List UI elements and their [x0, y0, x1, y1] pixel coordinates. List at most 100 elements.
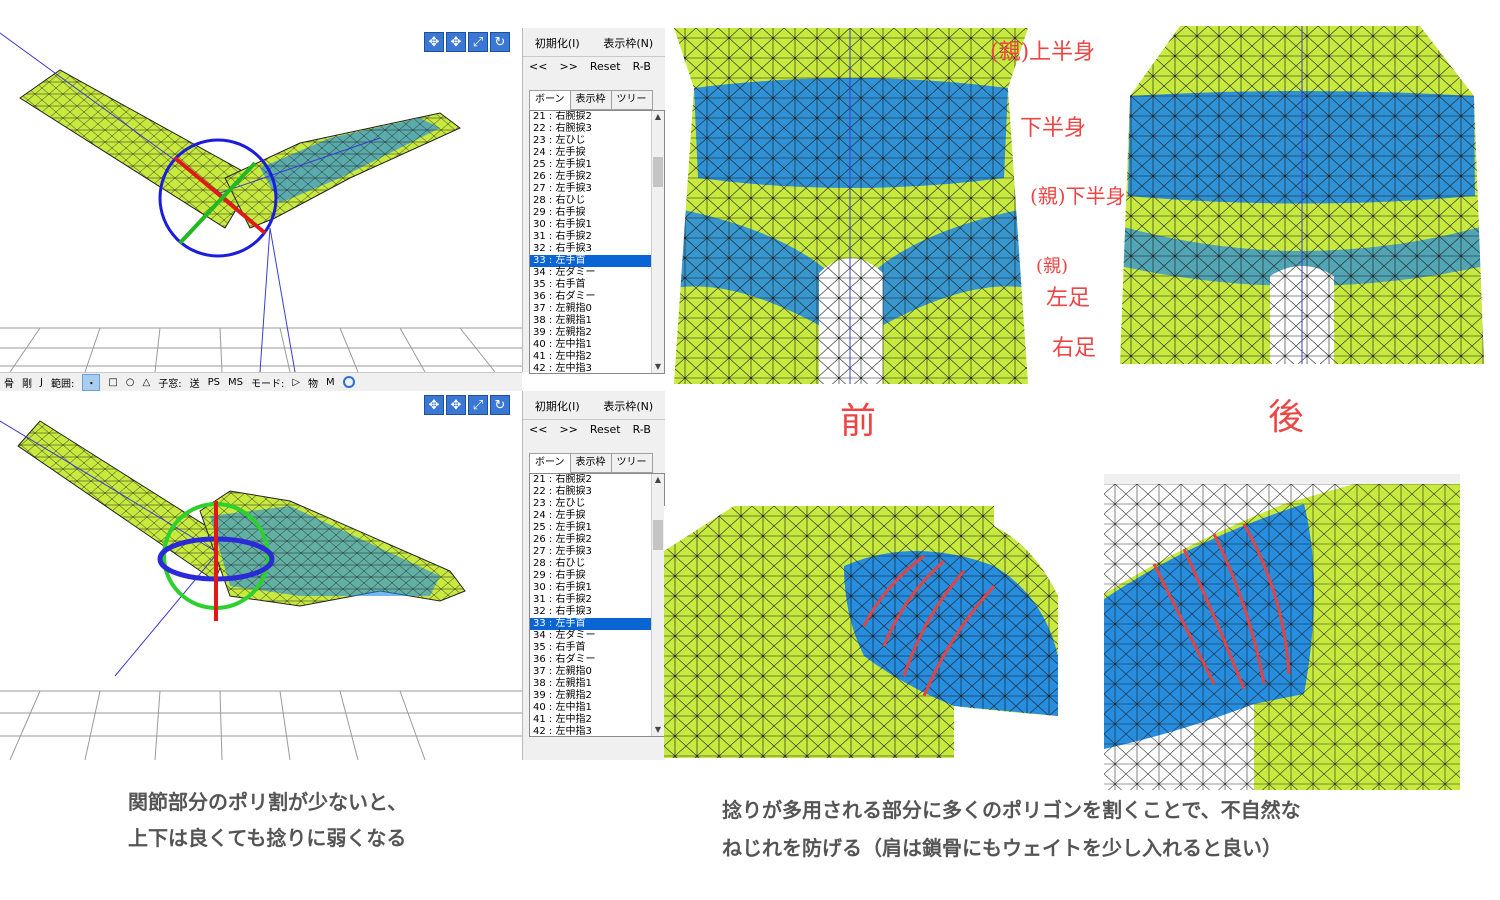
bone-list-item[interactable]: 26 : 左手捩2 — [533, 171, 592, 182]
bone-list-item[interactable]: 30 : 右手捩1 — [533, 582, 592, 593]
init-button[interactable]: 初期化(I) — [534, 400, 580, 413]
toolbar-send[interactable]: 送 — [189, 378, 200, 390]
bone-list-item[interactable]: 39 : 左親指2 — [533, 690, 592, 701]
shoulder-front-render — [664, 506, 1058, 758]
bone-list-item[interactable]: 31 : 右手捩2 — [533, 594, 592, 605]
rb-button[interactable]: R-B — [632, 60, 651, 73]
scroll-thumb[interactable] — [653, 520, 663, 550]
tab-display-frame[interactable]: 表示枠 — [569, 453, 612, 473]
scroll-thumb[interactable] — [653, 157, 663, 187]
bone-list-item[interactable]: 40 : 左中指1 — [533, 702, 592, 713]
toolbar-circle-select[interactable]: ○ — [125, 376, 135, 388]
move-local-icon[interactable]: ✥ — [446, 32, 466, 52]
bone-list-item[interactable]: 24 : 左手捩 — [533, 510, 586, 521]
toolbar-ps[interactable]: PS — [207, 376, 220, 388]
toolbar-rect-select[interactable]: □ — [108, 376, 118, 388]
move-icon[interactable]: ✥ — [424, 395, 444, 415]
bone-list-item[interactable]: 21 : 右腕捩2 — [533, 474, 592, 485]
bone-list-item[interactable]: 26 : 左手捩2 — [533, 534, 592, 545]
bone-list-item[interactable]: 37 : 左親指0 — [533, 303, 592, 314]
bone-list-scrollbar[interactable]: ▲ ▼ — [651, 474, 664, 736]
move-local-icon[interactable]: ✥ — [446, 395, 466, 415]
tab-display-frame[interactable]: 表示枠 — [569, 90, 612, 110]
rotate-icon[interactable]: ↻ — [490, 395, 510, 415]
next-button[interactable]: >> — [559, 423, 578, 436]
viewport-top[interactable]: ✥ ✥ ⤢ ↻ — [0, 28, 522, 372]
bone-list-scrollbar[interactable]: ▲ ▼ — [651, 111, 664, 373]
bone-list-item[interactable]: 22 : 右腕捩3 — [533, 123, 592, 134]
scroll-down-icon[interactable]: ▼ — [654, 362, 662, 371]
scale-icon[interactable]: ⤢ — [468, 395, 488, 415]
bone-list-item[interactable]: 35 : 右手首 — [533, 642, 586, 653]
caption-right-line2: ねじれを防げる（肩は鎖骨にもウェイトを少し入れると良い） — [722, 836, 1282, 860]
bone-list-item[interactable]: 30 : 右手捩1 — [533, 219, 592, 230]
bone-list-item[interactable]: 28 : 右ひじ — [533, 558, 586, 569]
toolbar-ms[interactable]: MS — [227, 376, 243, 388]
display-frame-button[interactable]: 表示枠(N) — [603, 400, 654, 413]
bone-list-item[interactable]: 40 : 左中指1 — [533, 339, 592, 350]
bone-list-item[interactable]: 36 : 右ダミー — [533, 291, 596, 302]
scroll-up-icon[interactable]: ▲ — [654, 475, 662, 484]
bone-list-item[interactable]: 34 : 左ダミー — [533, 267, 596, 278]
bone-list-item[interactable]: 36 : 右ダミー — [533, 654, 596, 665]
bone-list-item[interactable]: 35 : 右手首 — [533, 279, 586, 290]
display-frame-button[interactable]: 表示枠(N) — [603, 37, 654, 50]
prev-button[interactable]: << — [529, 423, 548, 436]
bone-list-item[interactable]: 42 : 左中指3 — [533, 726, 592, 737]
bone-list-item[interactable]: 41 : 左中指2 — [533, 351, 592, 362]
scroll-up-icon[interactable]: ▲ — [654, 112, 662, 121]
bone-list-item[interactable]: 22 : 右腕捩3 — [533, 486, 592, 497]
move-icon[interactable]: ✥ — [424, 32, 444, 52]
bone-list-item[interactable]: 25 : 左手捩1 — [533, 522, 592, 533]
bone-list-item[interactable]: 42 : 左中指3 — [533, 363, 592, 374]
rb-button[interactable]: R-B — [632, 423, 651, 436]
bone-list-item[interactable]: 39 : 左親指2 — [533, 327, 592, 338]
bone-list-item[interactable]: 24 : 左手捩 — [533, 147, 586, 158]
toolbar-item-joint[interactable]: J — [40, 376, 43, 388]
tab-tree[interactable]: ツリー — [610, 453, 653, 473]
bone-list-item[interactable]: 33 : 左手首 — [530, 618, 664, 630]
scroll-down-icon[interactable]: ▼ — [654, 725, 662, 734]
tab-bone[interactable]: ボーン — [529, 453, 571, 473]
bone-list-item[interactable]: 27 : 左手捩3 — [533, 183, 592, 194]
prev-button[interactable]: << — [529, 60, 548, 73]
bone-list-item[interactable]: 34 : 左ダミー — [533, 630, 596, 641]
bone-list-item[interactable]: 32 : 右手捩3 — [533, 243, 592, 254]
bone-list-item[interactable]: 29 : 右手捩 — [533, 570, 586, 581]
reset-button[interactable]: Reset — [589, 60, 621, 73]
bone-list-item[interactable]: 28 : 右ひじ — [533, 195, 586, 206]
target-icon[interactable] — [342, 376, 355, 388]
scale-icon[interactable]: ⤢ — [468, 32, 488, 52]
toolbar-point-select[interactable]: ・ — [82, 373, 101, 391]
init-button[interactable]: 初期化(I) — [534, 37, 580, 50]
bone-list-item[interactable]: 23 : 左ひじ — [533, 498, 586, 509]
bone-list-item[interactable]: 27 : 左手捩3 — [533, 546, 592, 557]
toolbar-m[interactable]: M — [326, 376, 335, 388]
bone-list-item[interactable]: 21 : 右腕捩2 — [533, 111, 592, 122]
bone-list-item[interactable]: 41 : 左中指2 — [533, 714, 592, 725]
toolbar-physics[interactable]: 物 — [308, 378, 319, 390]
tab-tree[interactable]: ツリー — [610, 90, 653, 110]
bone-list-item[interactable]: 33 : 左手首 — [530, 255, 664, 267]
tab-bone[interactable]: ボーン — [529, 90, 571, 110]
note-upper-body: (親)上半身 — [990, 40, 1096, 65]
bone-list-item[interactable]: 23 : 左ひじ — [533, 135, 586, 146]
next-button[interactable]: >> — [559, 60, 578, 73]
bone-list-item[interactable]: 29 : 右手捩 — [533, 207, 586, 218]
bone-list-item[interactable]: 37 : 左親指0 — [533, 666, 592, 677]
bone-list-item[interactable]: 32 : 右手捩3 — [533, 606, 592, 617]
bone-list-item[interactable]: 38 : 左親指1 — [533, 678, 592, 689]
rotate-icon[interactable]: ↻ — [490, 32, 510, 52]
toolbar-item-bone[interactable]: 骨 — [4, 378, 14, 390]
bone-list-item[interactable]: 38 : 左親指1 — [533, 315, 592, 326]
viewport-bottom[interactable]: ✥ ✥ ⤢ ↻ — [0, 391, 522, 760]
reset-button[interactable]: Reset — [589, 423, 621, 436]
toolbar-triangle-select[interactable]: △ — [142, 376, 151, 388]
bone-list-item[interactable]: 25 : 左手捩1 — [533, 159, 592, 170]
bone-list-item[interactable]: 31 : 右手捩2 — [533, 231, 592, 242]
toolbar-item-rigid[interactable]: 剛 — [22, 378, 32, 390]
toolbar-play[interactable]: ▷ — [292, 376, 301, 388]
